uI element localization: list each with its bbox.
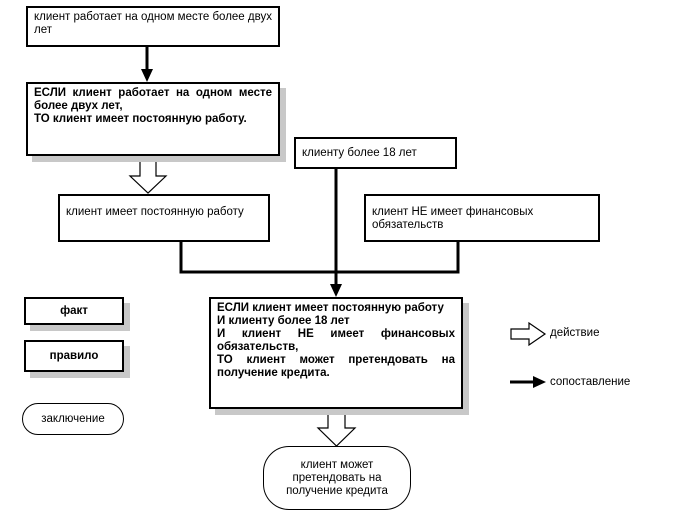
rule2-and2-keyword: И — [217, 328, 226, 340]
match-arrow-head — [330, 284, 342, 297]
rule2-then-text: клиент может претендовать на получение к… — [217, 354, 455, 379]
rule1-then-text: клиент имеет постоянную работу. — [49, 113, 247, 125]
legend-action-label: действие — [550, 327, 600, 339]
rule1-box: ЕСЛИ клиент работает на одном месте боле… — [26, 82, 280, 156]
legend-match-arrow-head — [533, 376, 546, 388]
rule2-and2-text: клиент НЕ имеет финансовых обязательств, — [217, 328, 455, 353]
legend-conclusion-box: заключение — [22, 403, 124, 435]
rule2-and1-text: клиенту более 18 лет — [225, 315, 350, 327]
legend-action-arrow — [510, 321, 547, 347]
fact-permanent-job-box: клиент имеет постоянную работу — [58, 194, 270, 242]
rule2-if-keyword: ЕСЛИ — [217, 302, 250, 314]
fact-permanent-job-text: клиент имеет постоянную работу — [66, 206, 244, 218]
fact-two-years-text: клиент работает на одном месте более дву… — [34, 11, 272, 36]
legend-rule-box: правило — [24, 340, 124, 372]
rule2-if-text: клиент имеет постоянную работу — [249, 302, 444, 314]
fact-two-years-box: клиент работает на одном месте более дву… — [26, 6, 280, 47]
match-arrow-head — [141, 69, 153, 82]
legend-match-label: сопоставление — [550, 376, 631, 388]
fact-age-box: клиенту более 18 лет — [294, 137, 457, 169]
legend-fact-label: факт — [60, 304, 88, 317]
fact-no-obligations-box: клиент НЕ имеет финансовых обязательств — [364, 194, 600, 242]
conclusion-box: клиент может претендовать на получение к… — [263, 446, 411, 510]
fact-age-text: клиенту более 18 лет — [302, 146, 417, 159]
fact-no-obligations-text: клиент НЕ имеет финансовых обязательств — [372, 206, 534, 231]
rule2-box: ЕСЛИ клиент имеет постоянную работу И кл… — [209, 297, 463, 409]
rule1-then-keyword: ТО — [34, 113, 50, 125]
rule1-if-text: клиент работает на одном месте более дву… — [34, 87, 272, 112]
action-arrow — [128, 155, 168, 194]
rule2-then-keyword: ТО — [217, 354, 233, 366]
legend-fact-box: факт — [24, 297, 124, 325]
action-arrow — [316, 408, 357, 447]
conclusion-text: клиент может претендовать на получение к… — [286, 458, 388, 497]
legend-rule-label: правило — [49, 349, 99, 362]
rule1-if-keyword: ЕСЛИ — [34, 87, 67, 99]
legend-conclusion-label: заключение — [41, 412, 105, 425]
rule2-and1-keyword: И — [217, 315, 226, 327]
